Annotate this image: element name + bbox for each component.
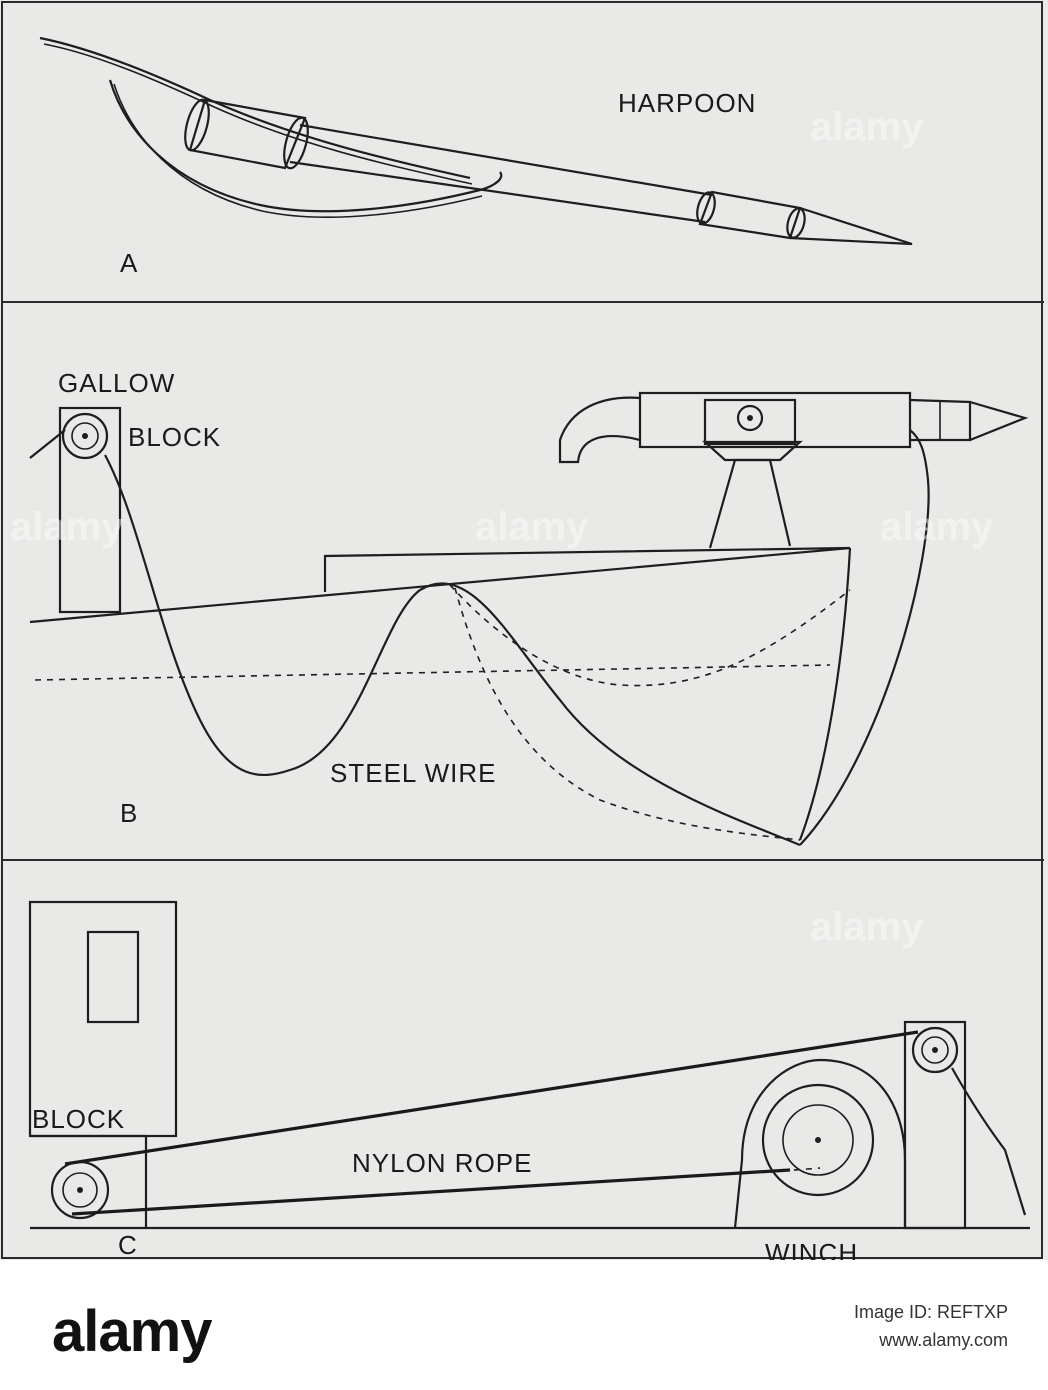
panel-letter-b: B bbox=[120, 798, 138, 828]
watermark-b-center: alamy bbox=[475, 505, 589, 549]
gun-harpoon-tip bbox=[969, 400, 1029, 442]
image-id: Image ID: REFTXP bbox=[853, 1302, 1008, 1322]
wire-path-dashed-deep bbox=[454, 587, 801, 841]
label-gallow: GALLOW bbox=[58, 368, 175, 398]
gallow-block-pulley bbox=[61, 412, 109, 460]
harpoon-shaft-bottom bbox=[289, 160, 706, 224]
deckhouse-window bbox=[86, 930, 140, 1024]
label-gallow-block: BLOCK bbox=[128, 422, 221, 452]
label-harpoon: HARPOON bbox=[618, 88, 756, 118]
label-block-c: BLOCK bbox=[32, 1104, 125, 1134]
panel-letter-a: A bbox=[120, 248, 138, 278]
panel-c: BLOCK WINCH NYLON ROPE C bbox=[28, 900, 1030, 1260]
deck-line bbox=[29, 546, 851, 624]
winch-housing bbox=[733, 1058, 907, 1229]
watermark-a: alamy bbox=[810, 105, 924, 149]
footer-info: Image ID: REFTXP www.alamy.com bbox=[854, 1298, 1008, 1354]
harpoon-rear-tube bbox=[188, 98, 307, 170]
label-nylon-rope: NYLON ROPE bbox=[352, 1148, 533, 1178]
watermark-layer: alamy alamy alamy alamy alamy bbox=[10, 105, 994, 949]
figure-frame bbox=[1, 1, 1043, 1259]
deck-box bbox=[323, 546, 851, 592]
winch-drum bbox=[761, 1083, 875, 1197]
gun-stand bbox=[708, 458, 792, 549]
watermark-b-right: alamy bbox=[880, 505, 994, 549]
rope-to-harpoon bbox=[951, 1067, 1027, 1216]
harpoon-head-collar bbox=[696, 191, 716, 225]
steel-wire-to-gun bbox=[799, 429, 930, 846]
winch-drum-inner bbox=[782, 1104, 854, 1176]
gallow-block-axle bbox=[82, 433, 88, 439]
gallow-block-pulley-inner bbox=[71, 422, 99, 450]
gun-mount bbox=[702, 440, 803, 462]
gun-trunnion-pivot bbox=[736, 404, 764, 432]
upper-block-axle bbox=[932, 1047, 938, 1053]
harpoon-rope-lower-strand bbox=[113, 83, 483, 218]
harpoon-tube-collar bbox=[283, 116, 309, 170]
label-steel-wire: STEEL WIRE bbox=[330, 758, 497, 788]
harpoon-rope-upper bbox=[39, 36, 471, 180]
waterline bbox=[34, 664, 831, 681]
diagram-figure: HARPOON A GALLOW BLOCK bbox=[0, 0, 1048, 1260]
nylon-rope-upper bbox=[64, 1030, 919, 1166]
site-link[interactable]: www.alamy.com bbox=[879, 1330, 1008, 1350]
gun-trunnion-axle bbox=[747, 415, 753, 421]
diagram-svg: HARPOON A GALLOW BLOCK bbox=[1, 1, 1044, 1260]
harpoon-rope-upper-strand bbox=[43, 43, 473, 185]
panel-letter-c: C bbox=[118, 1230, 138, 1260]
wire-path-dashed-shallow bbox=[449, 584, 851, 687]
gun-trunnion bbox=[703, 398, 797, 446]
deckhouse bbox=[28, 900, 178, 1138]
upper-block-pulley-inner bbox=[921, 1036, 949, 1064]
nylon-rope-on-drum bbox=[769, 1167, 821, 1173]
panel-b: GALLOW BLOCK STEEL WIRE B bbox=[29, 368, 1029, 847]
gallow-post bbox=[58, 406, 122, 614]
lower-block-pulley-inner bbox=[62, 1172, 98, 1208]
harpoon-tip bbox=[789, 206, 913, 246]
label-winch: WINCH bbox=[765, 1238, 858, 1260]
upper-block-pulley bbox=[911, 1026, 959, 1074]
harpoon-tube-end bbox=[184, 98, 210, 152]
brand-logo[interactable]: alamy bbox=[52, 1299, 212, 1364]
watermark-c: alamy bbox=[810, 905, 924, 949]
upper-block-post bbox=[903, 1020, 967, 1230]
watermark-b-left: alamy bbox=[10, 505, 124, 549]
stock-footer: alamy Image ID: REFTXP www.alamy.com bbox=[0, 1260, 1048, 1390]
winch-axle bbox=[815, 1137, 821, 1143]
panel-a: HARPOON A bbox=[39, 36, 913, 278]
harpoon-tip-base bbox=[786, 207, 806, 239]
gun-barrel bbox=[638, 391, 912, 449]
nylon-rope-lower bbox=[71, 1168, 791, 1216]
gun-handle bbox=[558, 396, 641, 464]
hull-bow bbox=[798, 547, 852, 841]
harpoon-shaft-top bbox=[299, 123, 713, 197]
gallow-wire-stub bbox=[29, 429, 66, 459]
lower-block-axle bbox=[77, 1187, 83, 1193]
steel-wire bbox=[104, 454, 801, 847]
